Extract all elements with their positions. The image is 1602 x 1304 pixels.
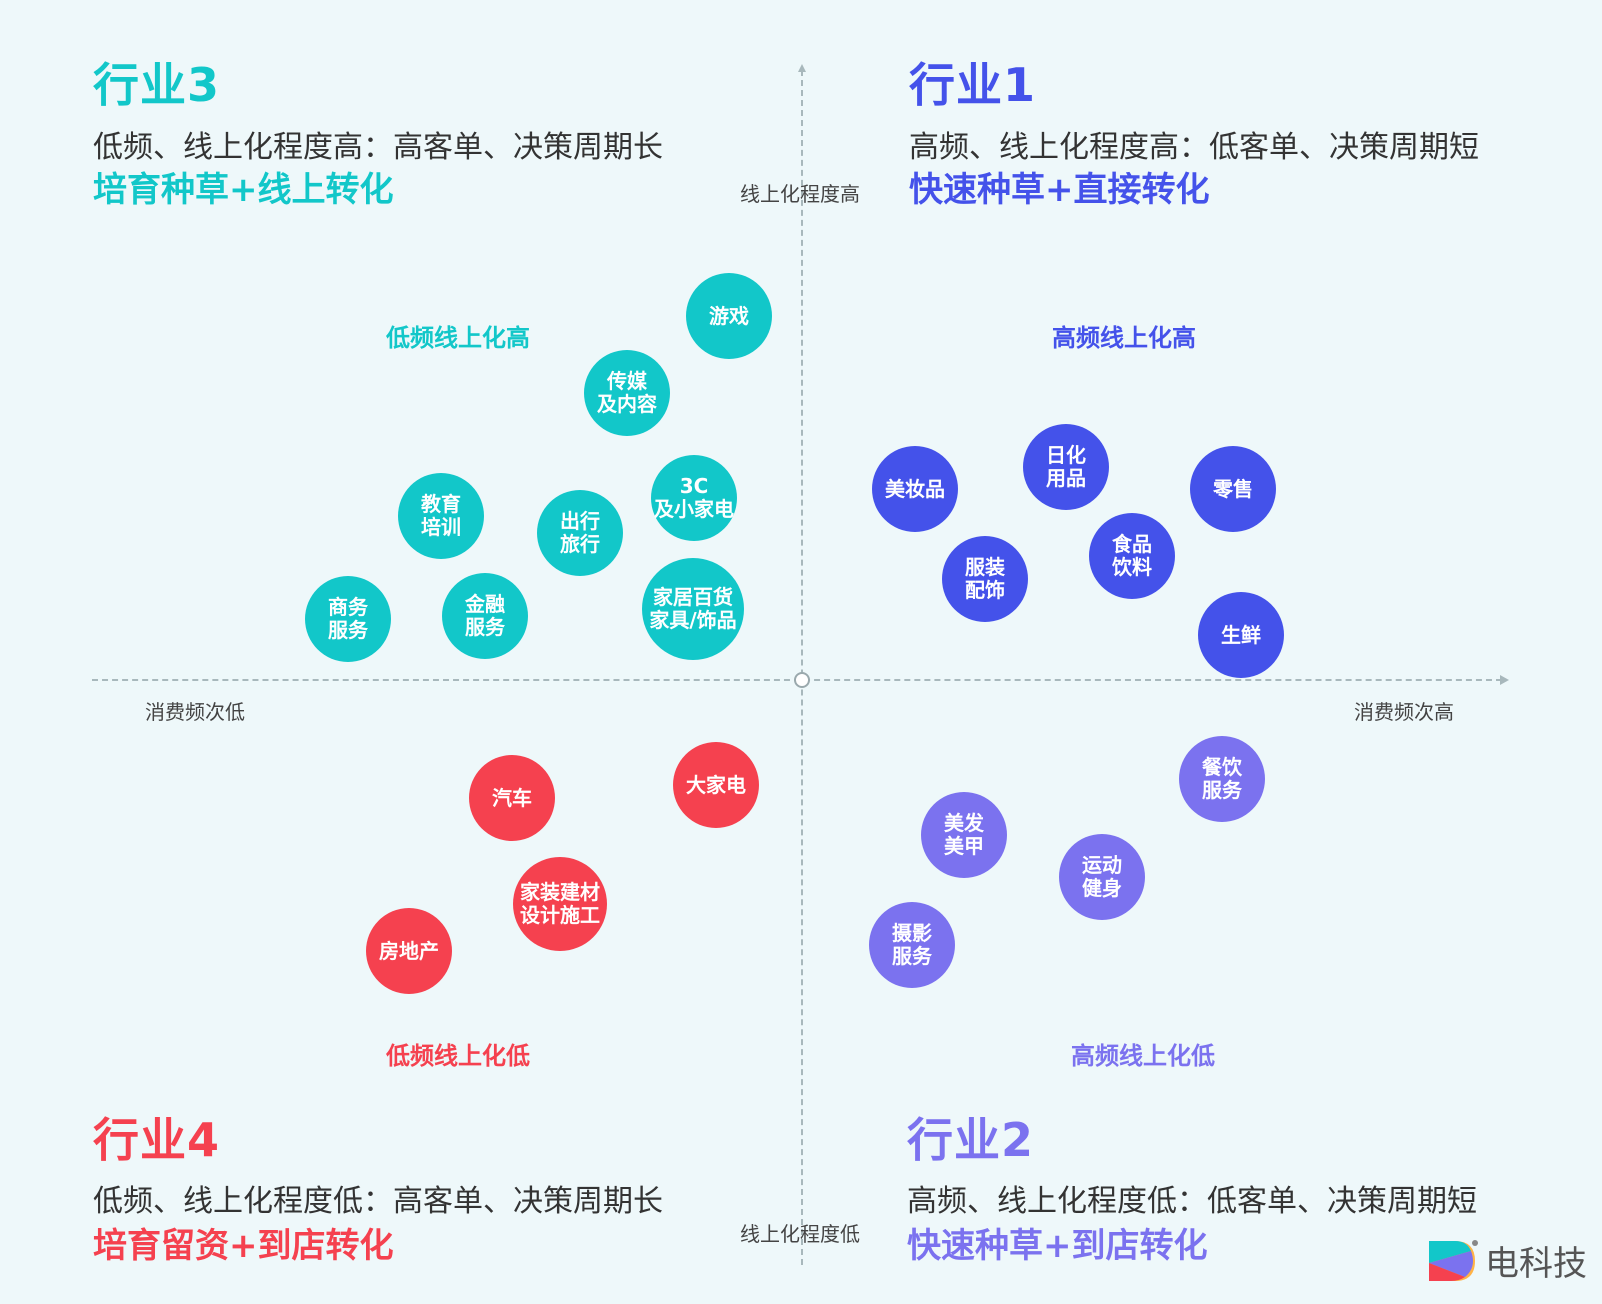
bubble-home-decoration: 家装建材 设计施工	[513, 857, 607, 951]
bubble-media-content: 传媒 及内容	[584, 350, 670, 436]
bubble-finance-services-line2: 服务	[465, 615, 505, 639]
bubble-3c-appliances-line2: 及小家电	[654, 497, 734, 521]
bubble-real-estate: 房地产	[366, 908, 452, 994]
bubble-automobile-line1: 汽车	[492, 785, 532, 810]
industry-2-title: 行业2	[907, 1113, 1035, 1167]
axis-origin	[794, 672, 810, 688]
bubble-business-services-line1: 商务	[328, 595, 368, 619]
bubble-fitness: 运动 健身	[1059, 834, 1145, 920]
bubble-food-beverage-line1: 食品	[1112, 532, 1152, 556]
bubble-hair-nails-line2: 美甲	[944, 834, 984, 858]
y-axis-low-label: 线上化程度低	[740, 1222, 860, 1246]
bubble-3c-appliances: 3C 及小家电	[651, 455, 737, 541]
bubble-cosmetics-line1: 美妆品	[885, 476, 945, 501]
bubble-media-content-line2: 及内容	[597, 392, 657, 416]
industry-4-strategy: 培育留资+到店转化	[93, 1226, 394, 1266]
bubble-media-content-line1: 传媒	[607, 369, 647, 393]
bubble-retail-line1: 零售	[1213, 476, 1253, 501]
brand-logo: 电科技	[1425, 1236, 1587, 1285]
x-axis-high-label: 消费频次高	[1354, 700, 1454, 724]
industry-4-description: 低频、线上化程度低：高客单、决策周期长	[93, 1184, 663, 1219]
quadrant-4-label: 低频线上化低	[386, 1042, 530, 1070]
bubble-large-appliances-line1: 大家电	[686, 772, 746, 797]
industry-1-title: 行业1	[909, 58, 1037, 112]
industry-1-description: 高频、线上化程度高：低客单、决策周期短	[909, 130, 1479, 165]
industry-4-title: 行业4	[93, 1113, 221, 1167]
bubble-real-estate-line1: 房地产	[379, 938, 439, 963]
industry-1-strategy: 快速种草+直接转化	[909, 170, 1210, 210]
bubble-apparel-line2: 配饰	[965, 578, 1005, 602]
bubble-game: 游戏	[686, 273, 772, 359]
bubble-photography-line2: 服务	[892, 944, 932, 968]
bubble-apparel-line1: 服装	[965, 555, 1005, 579]
bubble-education: 教育 培训	[398, 473, 484, 559]
bubble-hair-nails: 美发 美甲	[921, 792, 1007, 878]
bubble-retail: 零售	[1190, 446, 1276, 532]
bubble-3c-appliances-line1: 3C	[679, 474, 709, 498]
bubble-photography-line1: 摄影	[892, 921, 932, 945]
industry-3-title: 行业3	[93, 58, 221, 112]
industry-3-strategy: 培育种草+线上转化	[93, 170, 394, 210]
x-axis-arrow	[1500, 675, 1509, 685]
bubble-cosmetics: 美妆品	[872, 446, 958, 532]
y-axis-high-label: 线上化程度高	[740, 182, 860, 206]
bubble-home-decoration-line2: 设计施工	[520, 903, 600, 927]
bubble-food-beverage-line2: 饮料	[1112, 555, 1152, 579]
bubble-fitness-line2: 健身	[1082, 876, 1122, 900]
bubble-automobile: 汽车	[469, 755, 555, 841]
quadrant-2-label: 高频线上化低	[1071, 1042, 1215, 1070]
bubble-catering-line2: 服务	[1202, 778, 1242, 802]
bubble-food-beverage: 食品 饮料	[1089, 513, 1175, 599]
bubble-daily-chemicals-line1: 日化	[1046, 443, 1086, 467]
bubble-game-line1: 游戏	[709, 303, 749, 328]
bubble-business-services: 商务 服务	[305, 576, 391, 662]
bubble-business-services-line2: 服务	[328, 618, 368, 642]
bubble-home-furnishing: 家居百货 家具/饰品	[642, 558, 744, 660]
bubble-home-furnishing-line1: 家居百货	[653, 585, 733, 609]
bubble-home-furnishing-line2: 家具/饰品	[649, 608, 737, 632]
bubble-home-decoration-line1: 家装建材	[520, 880, 600, 904]
logo-mark-icon	[1429, 1239, 1478, 1281]
bubble-education-line1: 教育	[421, 492, 461, 516]
bubble-travel: 出行 旅行	[537, 490, 623, 576]
bubble-travel-line1: 出行	[560, 509, 600, 533]
bubble-education-line2: 培训	[421, 515, 461, 539]
bubble-hair-nails-line1: 美发	[944, 811, 984, 835]
bubble-fresh-food-line1: 生鲜	[1221, 622, 1261, 647]
logo-text: 电科技	[1485, 1244, 1587, 1284]
y-axis	[801, 70, 803, 1265]
industry-2-strategy: 快速种草+到店转化	[907, 1226, 1208, 1266]
y-axis-arrow	[798, 64, 806, 72]
bubble-travel-line2: 旅行	[560, 532, 600, 556]
x-axis-low-label: 消费频次低	[145, 700, 245, 724]
bubble-catering-line1: 餐饮	[1202, 755, 1242, 779]
bubble-apparel: 服装 配饰	[942, 536, 1028, 622]
bubble-fitness-line1: 运动	[1082, 853, 1122, 877]
bubble-catering: 餐饮 服务	[1179, 736, 1265, 822]
quadrant-1-label: 高频线上化高	[1052, 324, 1196, 352]
bubble-large-appliances: 大家电	[673, 742, 759, 828]
industry-2-description: 高频、线上化程度低：低客单、决策周期短	[907, 1184, 1477, 1219]
bubble-daily-chemicals: 日化 用品	[1023, 424, 1109, 510]
bubble-fresh-food: 生鲜	[1198, 592, 1284, 678]
quadrant-3-label: 低频线上化高	[386, 324, 530, 352]
bubble-photography: 摄影 服务	[869, 902, 955, 988]
bubble-daily-chemicals-line2: 用品	[1046, 466, 1086, 490]
bubble-finance-services: 金融 服务	[442, 573, 528, 659]
bubble-finance-services-line1: 金融	[465, 592, 505, 616]
industry-3-description: 低频、线上化程度高：高客单、决策周期长	[93, 130, 663, 165]
